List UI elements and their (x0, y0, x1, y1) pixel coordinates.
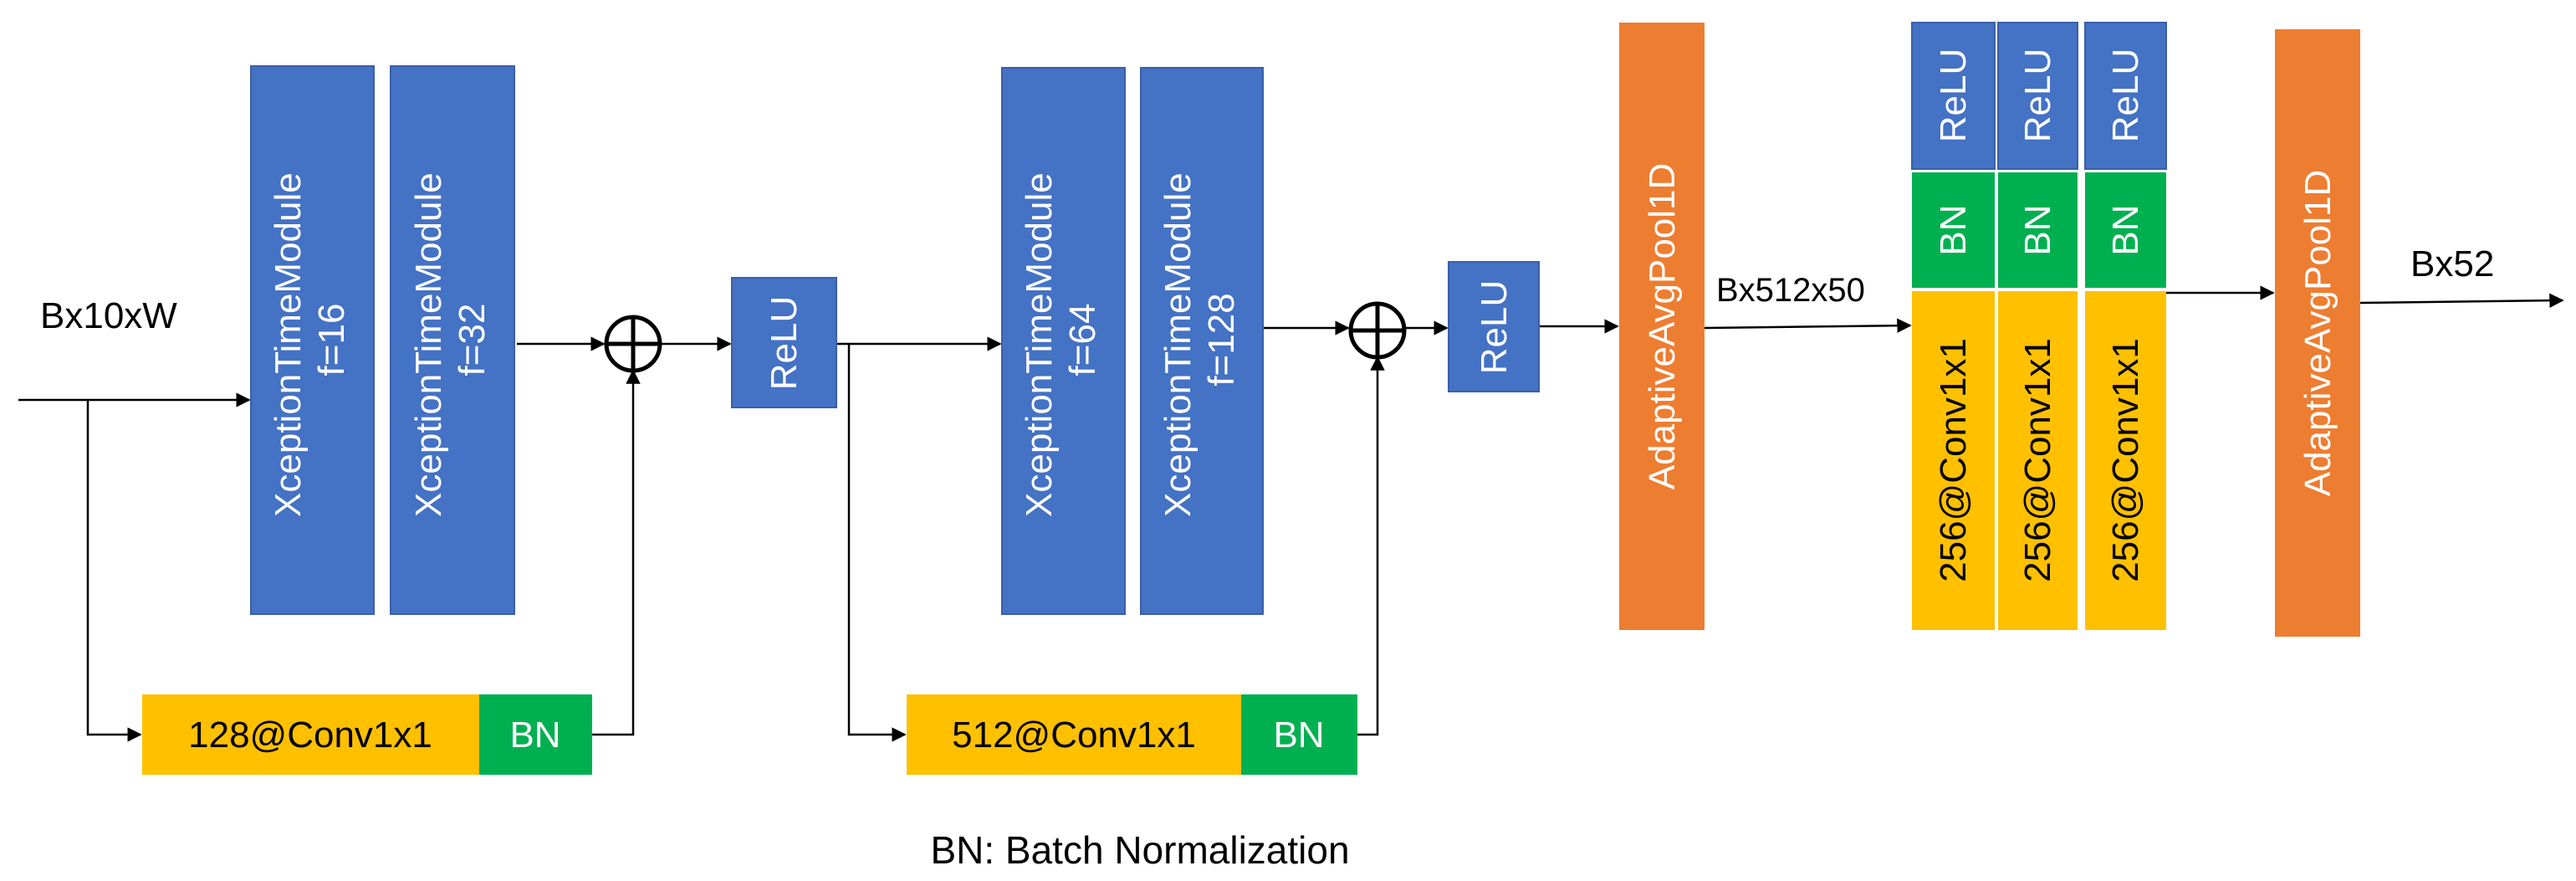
xception-module-f128: XceptionTimeModule f=128 (1140, 67, 1264, 615)
relu-label: ReLU (764, 296, 805, 391)
relu-label: ReLU (1474, 280, 1515, 375)
svg-text:XceptionTimeModule f=64: XceptionTimeModule f=64 (1019, 162, 1103, 517)
adaptive-avg-pool-1: AdaptiveAvgPool1D (1619, 23, 1705, 630)
output-arrow (2359, 293, 2564, 308)
circle-plus-icon (1348, 301, 1407, 360)
shortcut-2-arrow (847, 344, 907, 742)
module-name: XceptionTimeModule (268, 172, 309, 517)
pool1-output-shape-label: Bx512x50 (1716, 272, 1865, 309)
relu-2: ReLU (1448, 261, 1540, 392)
bn-label: BN (2017, 204, 2058, 255)
module-name: XceptionTimeModule (1158, 172, 1199, 517)
module-name: XceptionTimeModule (1019, 172, 1060, 517)
relu-1: ReLU (731, 277, 837, 408)
head-column-2: ReLU BN 256@Conv1x1 (1997, 22, 2078, 630)
legend-text: BN: Batch Normalization (930, 828, 1349, 872)
pool-label: AdaptiveAvgPool1D (1642, 163, 1683, 490)
conv-label: 128@Conv1x1 (188, 715, 432, 756)
relu-label: ReLU (2105, 49, 2146, 143)
xception-module-f64: XceptionTimeModule f=64 (1001, 67, 1126, 615)
conv-label: 256@Conv1x1 (2105, 338, 2146, 582)
module-filters: f=16 (311, 304, 352, 376)
bn2-to-sum-arrow (1357, 356, 1385, 736)
head-column-3: ReLU BN 256@Conv1x1 (2084, 22, 2167, 630)
conv-label: 256@Conv1x1 (1933, 338, 1974, 582)
shortcut-bn-2: BN (1241, 694, 1357, 775)
circle-plus-icon (604, 315, 662, 373)
head-column-1: ReLU BN 256@Conv1x1 (1911, 22, 1996, 630)
bn-label: BN (2105, 204, 2146, 255)
shortcut-1-arrow (86, 400, 142, 742)
module-filters: f=64 (1062, 304, 1103, 376)
shortcut-bn-1: BN (479, 694, 592, 775)
module-name: XceptionTimeModule (408, 172, 449, 517)
module-filters: f=128 (1201, 293, 1242, 386)
module-filters: f=32 (452, 304, 493, 376)
shortcut-conv-1: 128@Conv1x1 (142, 694, 479, 775)
input-shape-label: Bx10xW (40, 295, 177, 336)
conv-label: 512@Conv1x1 (952, 715, 1196, 756)
relu-label: ReLU (1933, 49, 1974, 143)
pool1-to-head-arrow (1704, 318, 1912, 333)
output-shape-label: Bx52 (2410, 243, 2494, 284)
svg-text:XceptionTimeModule f=128: XceptionTimeModule f=128 (1158, 162, 1242, 517)
connectors (18, 285, 2564, 742)
bn-label: BN (1933, 204, 1974, 255)
adaptive-avg-pool-2: AdaptiveAvgPool1D (2275, 29, 2360, 637)
bn1-to-sum-arrow (592, 369, 641, 736)
svg-text:XceptionTimeModule f=32: XceptionTimeModule f=32 (408, 162, 493, 517)
bn-label: BN (509, 715, 560, 756)
relu-label: ReLU (2017, 49, 2058, 143)
xception-module-f16: XceptionTimeModule f=16 (250, 65, 375, 615)
xception-module-f32: XceptionTimeModule f=32 (390, 65, 515, 615)
conv-label: 256@Conv1x1 (2017, 338, 2058, 582)
bn-label: BN (1273, 715, 1324, 756)
pool-label: AdaptiveAvgPool1D (2297, 170, 2338, 497)
svg-text:XceptionTimeModule f=16: XceptionTimeModule f=16 (268, 162, 352, 517)
shortcut-conv-2: 512@Conv1x1 (907, 694, 1241, 775)
